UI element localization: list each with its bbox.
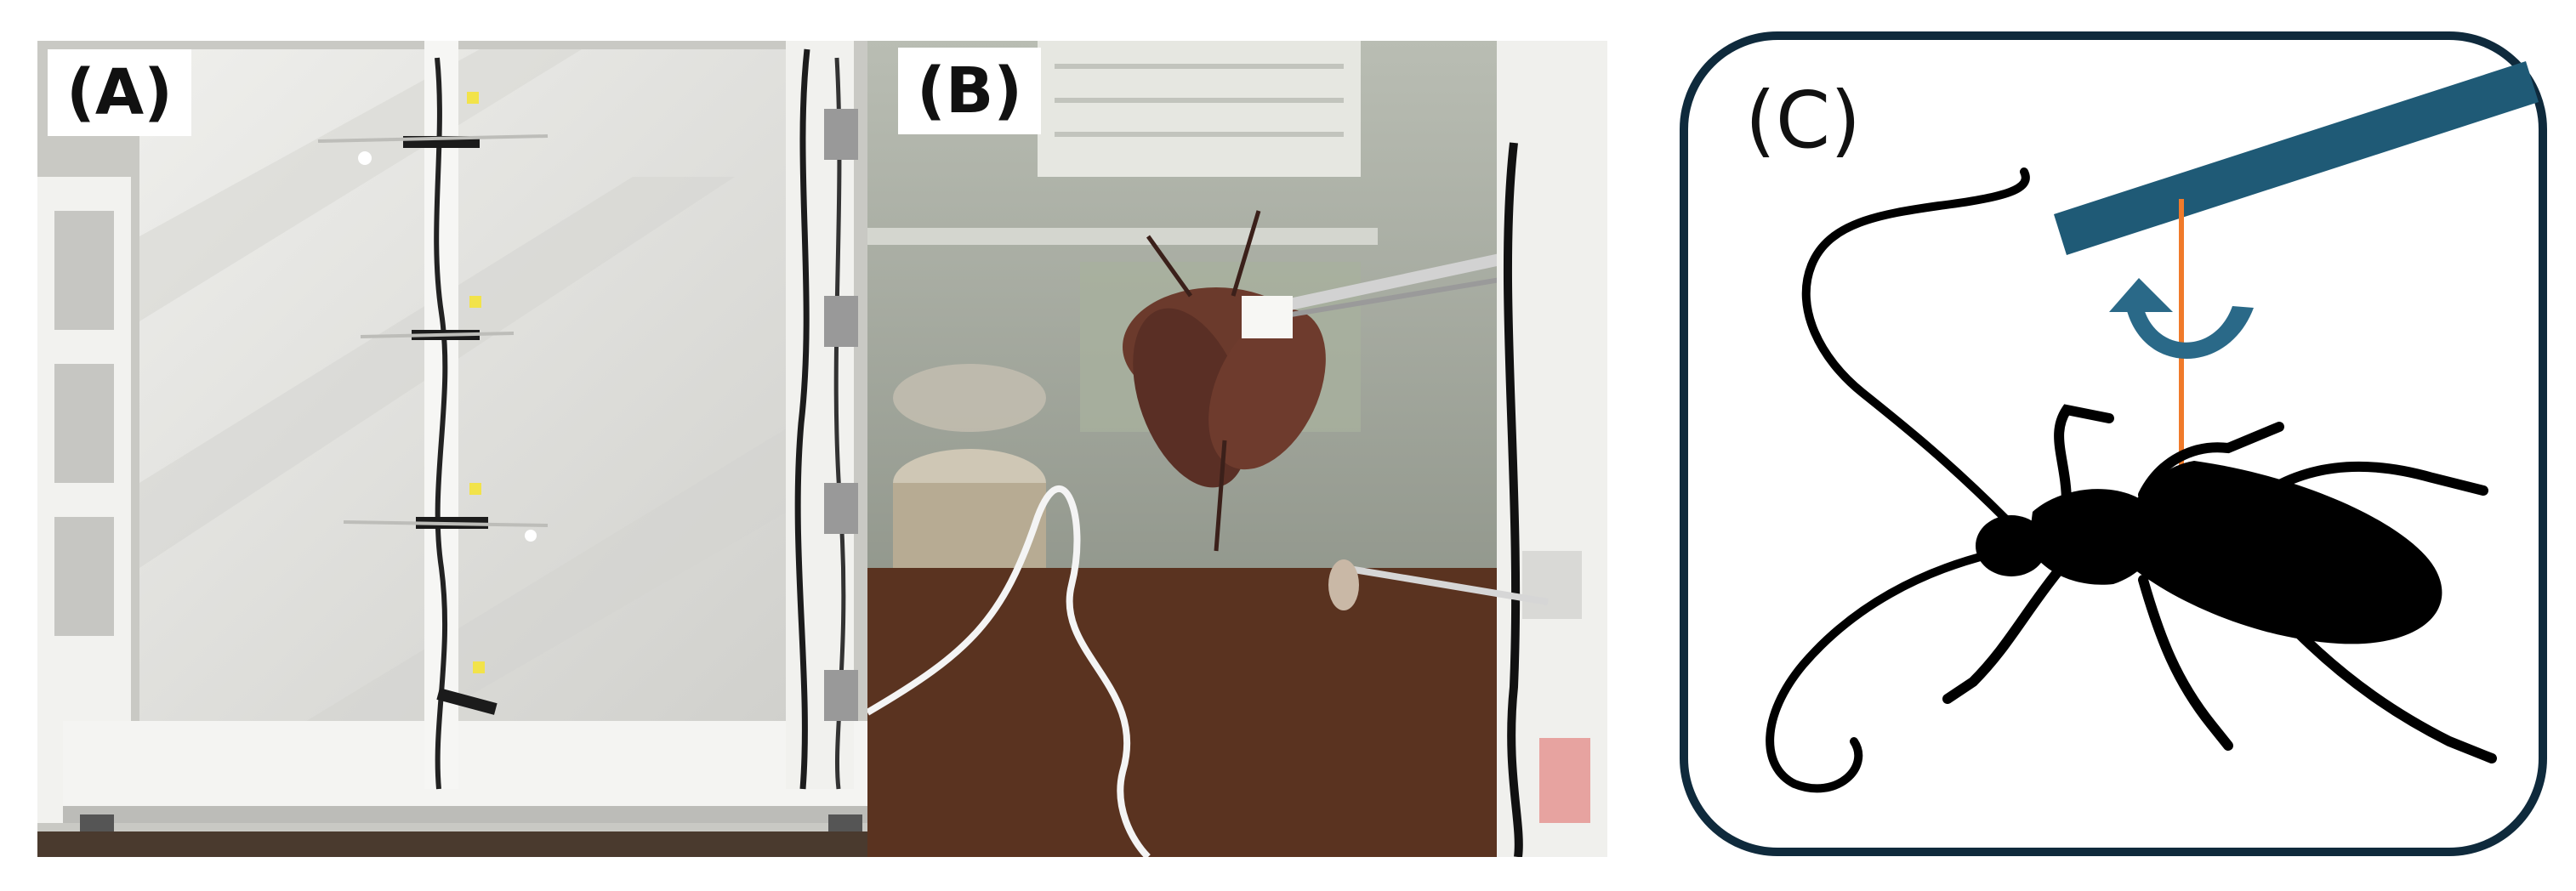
table-surface [867,568,1607,857]
cotton-pad [1242,296,1293,338]
panel-label-b: (B) [898,48,1042,134]
rotation-arrow-icon [2109,278,2254,359]
schematic-drawing [1680,31,2547,856]
schematic-frame [1680,31,2547,856]
panel-label-c: (C) [1745,75,1862,166]
photo-panel-a: (A) [37,41,888,857]
base-platform [63,721,879,814]
insect-specimen [1123,210,1326,552]
photo-rack-drawing [37,41,888,857]
white-cable [867,485,1151,857]
background-basket [1038,41,1361,177]
panel-label-a: (A) [48,49,191,136]
sensor-bar [2054,61,2539,255]
beetle-silhouette [1766,167,2497,793]
photo-insect-drawing [867,41,1607,857]
schematic-panel-c: (C) [1667,19,2560,869]
sensor-clamps [317,92,549,715]
photo-panel-b: (B) [867,41,1607,857]
